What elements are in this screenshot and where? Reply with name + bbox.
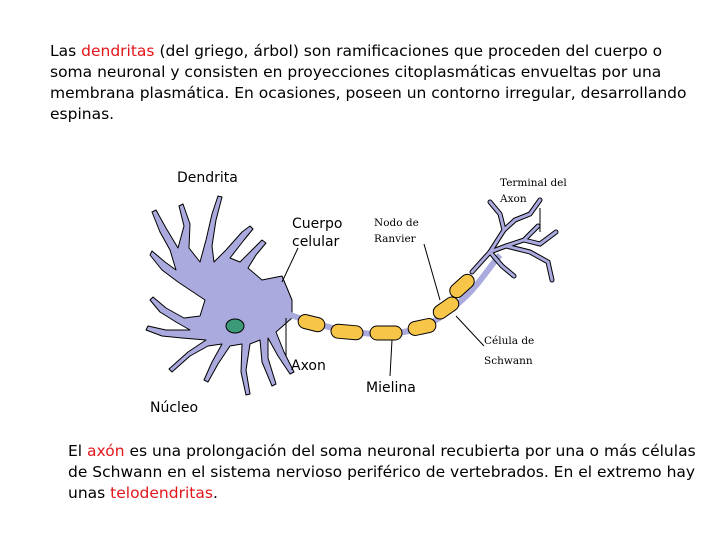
intro-text-start: Las: [50, 42, 82, 60]
myelin-segment: [330, 323, 364, 341]
label-terminal-2: Axon: [499, 193, 527, 205]
intro-paragraph: Las dendritas (del griego, árbol) son ra…: [50, 41, 690, 125]
myelin-segment: [432, 296, 460, 320]
myelin-segment: [407, 318, 437, 336]
label-schwann-2: Schwann: [484, 355, 533, 367]
label-nodo-2: Ranvier: [374, 233, 417, 245]
term-axon: axón: [87, 442, 125, 460]
leader-mielina: [389, 339, 393, 377]
label-nodo-1: Nodo de: [374, 217, 419, 229]
cell-body-and-dendrites: [145, 195, 295, 396]
myelin-segment: [449, 273, 475, 299]
label-mielina: Mielina: [366, 380, 416, 396]
leader-schwann: [455, 315, 485, 347]
label-cuerpo-1: Cuerpo: [292, 216, 342, 232]
label-cuerpo-2: celular: [292, 234, 340, 250]
label-dendrita: Dendrita: [177, 170, 238, 186]
outro-text-end: .: [212, 484, 218, 502]
label-schwann-1: Célula de: [484, 335, 534, 347]
myelin-segment: [297, 314, 326, 333]
myelin-segment: [369, 325, 403, 341]
outro-text-start: El: [68, 442, 88, 460]
myelin-sheath: [297, 273, 475, 341]
leader-cuerpo: [281, 247, 299, 283]
outro-paragraph: El axón es una prolongación del soma neu…: [68, 441, 708, 504]
outro-text-middle: es una prolongación del soma neuronal re…: [68, 442, 696, 502]
leader-nodo: [423, 243, 441, 301]
intro-text-rest: (del griego, árbol) son ramificaciones q…: [50, 42, 687, 123]
term-telodendritas: telodendritas: [110, 484, 213, 502]
label-terminal-1: Terminal del: [500, 177, 567, 189]
term-dendritas: dendritas: [81, 42, 155, 60]
nucleus: [225, 318, 245, 334]
label-axon: Axon: [291, 358, 326, 374]
label-nucleo: Núcleo: [150, 400, 198, 416]
